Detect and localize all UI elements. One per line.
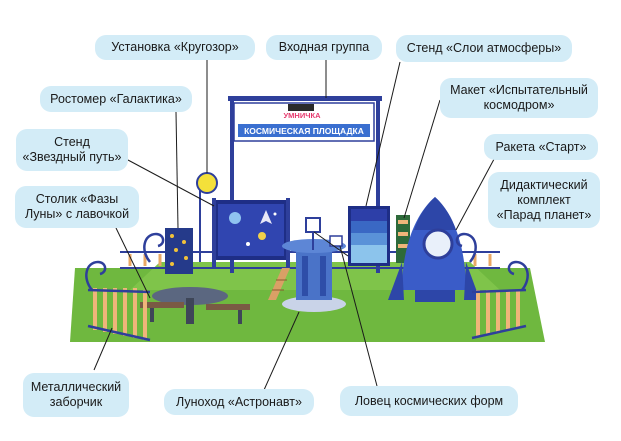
label-lunokhod: Луноход «Астронавт» (164, 389, 314, 415)
front-fence-right (471, 260, 529, 340)
label-galaktika: Ростомер «Галактика» (40, 86, 192, 112)
label-planets-kit: Дидактический комплект «Парад планет» (488, 172, 600, 228)
label-metal-fence: Металлический заборчик (23, 373, 129, 417)
cosmic-forms-catcher (305, 217, 343, 250)
label-cosmic-catcher: Ловец космических форм (340, 386, 518, 416)
galaktika-height-meter (165, 228, 193, 274)
label-krugozor: Установка «Кругозор» (95, 35, 255, 60)
moon-phases-table (140, 287, 250, 324)
label-atmosphere-stand: Стенд «Слои атмосферы» (396, 35, 572, 62)
leader-lines (93, 60, 501, 391)
sign-logo-roof (288, 104, 314, 111)
entrance-gate: УМНИЧКА КОСМИЧЕСКАЯ ПЛОЩАДКА (228, 96, 382, 273)
label-rocket: Ракета «Старт» (484, 134, 598, 160)
sign-title: КОСМИЧЕСКАЯ ПЛОЩАДКА (244, 126, 364, 136)
zvezdny-put-stand (212, 198, 290, 268)
label-zvezdny-put: Стенд «Звездный путь» (16, 129, 128, 171)
label-kosmodrom: Макет «Испытательный космодром» (440, 78, 598, 118)
sign-brand: УМНИЧКА (284, 111, 322, 120)
label-entrance-group: Входная группа (266, 35, 382, 60)
swirl-posts (143, 232, 477, 263)
front-fence-left (85, 260, 151, 342)
krugozor-sun (196, 172, 218, 194)
label-moon-table: Столик «Фазы Луны» с лавочкой (15, 186, 139, 228)
atmosphere-layers-stand (348, 206, 390, 266)
